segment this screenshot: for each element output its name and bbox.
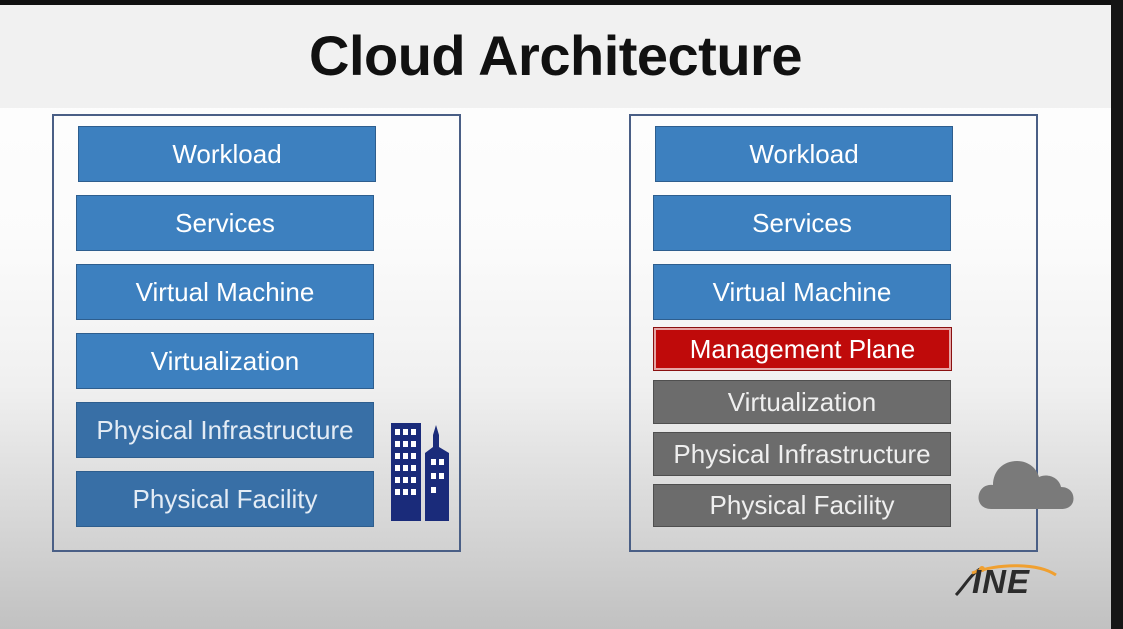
left-layer-virtualization: Virtualization	[76, 333, 374, 389]
logo-text: INE	[972, 563, 1031, 600]
logo-swoosh-icon	[954, 564, 1057, 597]
right-layer-workload: Workload	[655, 126, 953, 182]
slide-title: Cloud Architecture	[309, 24, 802, 87]
cloud-stack-panel	[629, 114, 1038, 552]
window-frame-top	[0, 0, 1123, 5]
ine-logo: INE	[950, 561, 1060, 605]
right-layer-virtual-machine: Virtual Machine	[653, 264, 951, 320]
right-layer-virtualization: Virtualization	[653, 380, 951, 424]
window-frame-right	[1111, 0, 1123, 629]
right-layer-physical-facility: Physical Facility	[653, 484, 951, 527]
left-layer-workload: Workload	[78, 126, 376, 182]
left-layer-physical-facility: Physical Facility	[76, 471, 374, 527]
right-layer-management-plane: Management Plane	[653, 327, 952, 371]
right-layer-physical-infrastructure: Physical Infrastructure	[653, 432, 951, 476]
cloud-icon	[978, 461, 1074, 509]
title-band	[0, 5, 1111, 108]
left-layer-virtual-machine: Virtual Machine	[76, 264, 374, 320]
right-layer-services: Services	[653, 195, 951, 251]
slide: Cloud Architecture Workload Services Vir…	[0, 5, 1111, 629]
left-layer-physical-infrastructure: Physical Infrastructure	[76, 402, 374, 458]
building-icon	[391, 423, 449, 521]
on-premises-stack-panel	[52, 114, 461, 552]
left-layer-services: Services	[76, 195, 374, 251]
